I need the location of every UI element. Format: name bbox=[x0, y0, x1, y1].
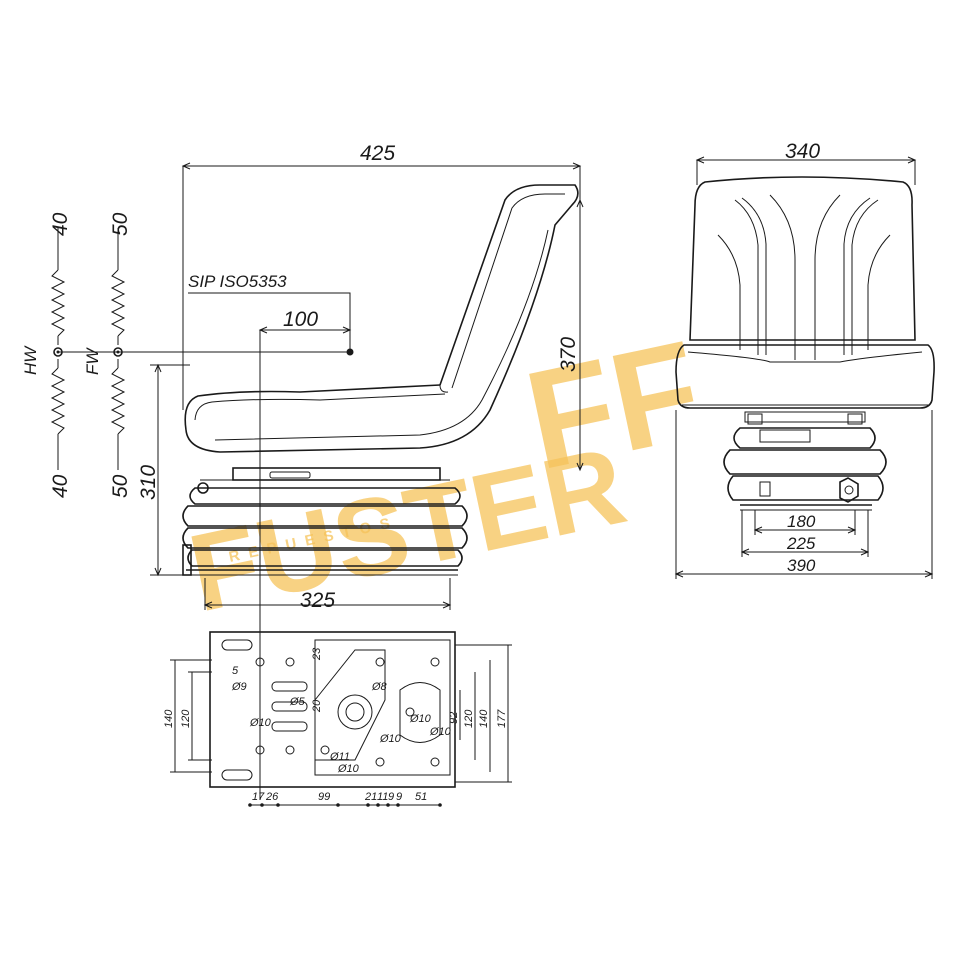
plate-right-dim-1: 92 bbox=[448, 712, 460, 724]
hole-label-3: 23 bbox=[311, 647, 323, 661]
plate-bottom-dim-8: 51 bbox=[415, 791, 427, 803]
hole-label-10: Ø11 bbox=[329, 751, 350, 763]
plate-left-dim-2: 120 bbox=[180, 709, 192, 728]
plate-right-dim-2: 120 bbox=[463, 709, 475, 728]
dim-base-width: 325 bbox=[300, 589, 335, 612]
dim-offset: 100 bbox=[283, 308, 318, 331]
front-view: 340 18 bbox=[674, 140, 935, 579]
hole-label-6: Ø10 bbox=[249, 717, 272, 729]
hole-label-7: Ø8 bbox=[371, 681, 388, 693]
hole-label-1: 5 bbox=[232, 665, 239, 677]
dim-mid-width: 225 bbox=[786, 534, 816, 553]
plate-right-dim-4: 177 bbox=[496, 709, 508, 728]
hole-label-12: Ø10 bbox=[429, 726, 452, 738]
plate-bottom-dim-1: 17 bbox=[252, 791, 265, 803]
side-view: 425 370 SIP ISO5353 bbox=[58, 142, 584, 800]
fw-top-value: 50 bbox=[109, 212, 132, 236]
hole-label-9: Ø10 bbox=[379, 733, 402, 745]
dim-top-width: 340 bbox=[785, 140, 820, 163]
dim-total-length: 425 bbox=[360, 142, 395, 165]
plate-bottom-dim-2: 26 bbox=[265, 791, 279, 803]
hw-bottom-value: 40 bbox=[49, 474, 72, 498]
plate-bottom-dim-4: 21 bbox=[364, 791, 377, 803]
hole-label-4: Ø5 bbox=[289, 696, 306, 708]
hole-label-5: 20 bbox=[311, 699, 323, 713]
plate-right-dim-3: 140 bbox=[478, 709, 490, 728]
dim-overall-width: 390 bbox=[787, 556, 816, 575]
hw-top-value: 40 bbox=[49, 212, 72, 236]
hole-label-11: Ø10 bbox=[337, 763, 360, 775]
plate-bottom-dim-6: 9 bbox=[388, 791, 394, 803]
plate-bottom-dim-3: 99 bbox=[318, 791, 330, 803]
spring-fw: 50 50 FW bbox=[83, 212, 132, 498]
dim-seat-height: 310 bbox=[137, 465, 160, 500]
dim-inner-width: 180 bbox=[787, 512, 816, 531]
mounting-plate: 5 Ø9 23 Ø5 20 Ø10 Ø8 Ø10 Ø10 Ø11 Ø10 Ø10… bbox=[163, 631, 512, 807]
plate-left-dim-1: 140 bbox=[163, 709, 175, 728]
dim-backrest-height: 370 bbox=[557, 337, 580, 372]
fw-bottom-value: 50 bbox=[109, 474, 132, 498]
hw-label: HW bbox=[21, 345, 40, 375]
hole-label-2: Ø9 bbox=[231, 681, 247, 693]
plate-bottom-dim-7: 9 bbox=[396, 791, 402, 803]
sip-label: SIP ISO5353 bbox=[188, 272, 287, 291]
fw-label: FW bbox=[83, 347, 102, 375]
spring-hw: 40 40 HW bbox=[21, 212, 72, 498]
hole-label-8: Ø10 bbox=[409, 713, 432, 725]
plate-bottom-dim-5: 11 bbox=[377, 791, 388, 803]
